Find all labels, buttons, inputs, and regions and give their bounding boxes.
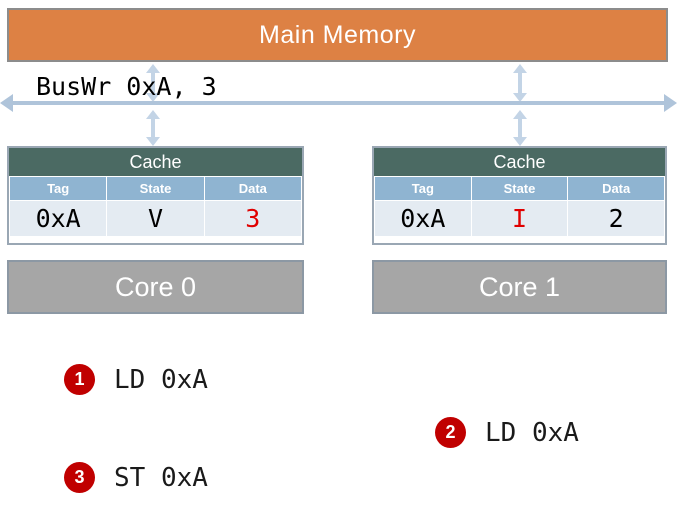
cell-tag: 0xA [8,200,108,237]
arrow-down-icon [146,93,160,102]
table-header-row: Tag State Data [8,176,303,201]
core-block-1: Core 1 [372,260,667,314]
column-header-tag: Tag [8,176,108,201]
main-memory-label: Main Memory [259,20,416,49]
column-header-state: State [470,176,569,201]
cache-title-core0: Cache [9,148,302,176]
cell-state: V [106,200,205,237]
arrow-up-icon [146,110,160,119]
table-header-row: Tag State Data [374,176,665,201]
arrow-down-icon [146,137,160,146]
table-row: 0xA I 2 [374,200,665,237]
core-label-1: Core 1 [478,271,561,302]
column-header-state: State [106,176,205,201]
column-header-data: Data [567,176,665,201]
column-header-tag: Tag [374,176,472,201]
cache-block-core0: Cache Tag State Data 0xA V 3 [7,146,304,245]
step-text-1: LD 0xA [114,364,208,395]
cache-block-core1: Cache Tag State Data 0xA I 2 [372,146,667,245]
memory-bus-connector-left [146,64,160,102]
connector-shaft [518,117,522,139]
step-badge-2: 2 [435,417,466,448]
cell-tag: 0xA [374,200,472,237]
step-text-3: ST 0xA [114,462,208,493]
step-item-1: 1 LD 0xA [64,364,208,395]
arrow-up-icon [513,110,527,119]
arrow-down-icon [513,137,527,146]
bus-transaction-label: BusWr 0xA, 3 [36,72,217,101]
cache-title-core1: Cache [374,148,665,176]
table-row: 0xA V 3 [8,200,303,237]
cell-data: 2 [567,200,665,237]
step-badge-3: 3 [64,462,95,493]
connector-shaft [151,71,155,95]
step-badge-1: 1 [64,364,95,395]
connector-shaft [151,117,155,139]
bus-cache1-connector [513,110,527,146]
connector-shaft [518,71,522,95]
cache-table-core1: Tag State Data 0xA I 2 [374,176,665,237]
bus-line [6,101,671,105]
arrow-up-icon [146,64,160,73]
bus-arrow-left-icon [0,94,13,112]
step-text-2: LD 0xA [485,417,579,448]
cache-table-core0: Tag State Data 0xA V 3 [8,176,303,237]
step-item-2: 2 LD 0xA [435,417,579,448]
cell-data: 3 [203,200,303,237]
column-header-data: Data [203,176,303,201]
main-memory-block: Main Memory [7,8,668,62]
bus-arrow-right-icon [664,94,677,112]
core-label-0: Core 0 [114,271,197,302]
bus-cache0-connector [146,110,160,146]
cell-state: I [470,200,569,237]
core-block-0: Core 0 [7,260,304,314]
step-item-3: 3 ST 0xA [64,462,208,493]
memory-bus-connector-right [513,64,527,102]
arrow-up-icon [513,64,527,73]
arrow-down-icon [513,93,527,102]
